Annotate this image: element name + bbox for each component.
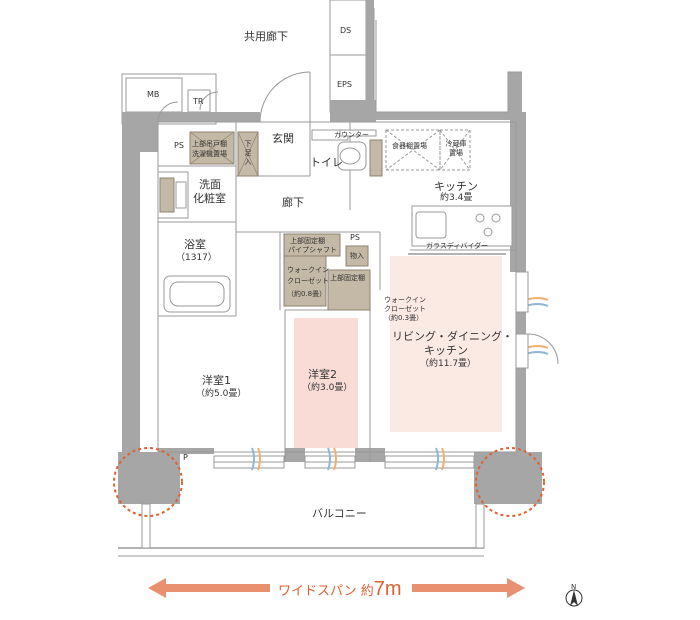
laundry-storage bbox=[189, 131, 259, 177]
glass-divider-label: ガラスディバイダー bbox=[426, 242, 489, 250]
ds-label: DS bbox=[340, 26, 352, 35]
western1-label: 洋室1 bbox=[202, 374, 231, 387]
counter-label: カウンター bbox=[334, 131, 369, 139]
bath-label: 浴室 bbox=[184, 238, 206, 251]
appliance-places bbox=[385, 129, 471, 171]
wide-span-label: ワイドスパン 約7m bbox=[278, 578, 402, 601]
storage-label: 物入 bbox=[350, 252, 364, 260]
corner-highlights bbox=[113, 447, 545, 517]
eps-label: EPS bbox=[337, 80, 352, 89]
wide-span-text: ワイドスパン 約 bbox=[278, 584, 374, 599]
toilet-fixtures bbox=[311, 129, 383, 177]
bath-size-label: （1317） bbox=[176, 253, 217, 263]
balcony bbox=[118, 503, 485, 557]
ldk-label-1: リビング・ダイニング・ bbox=[392, 330, 513, 343]
foot-bench-label: 下足入 bbox=[244, 140, 252, 166]
ldk-area-label: （約11.7畳） bbox=[420, 359, 477, 369]
wic2-label-2: クローゼット bbox=[384, 305, 426, 313]
north-label: N bbox=[571, 583, 577, 591]
bathtub bbox=[163, 275, 231, 313]
tr-label: TR bbox=[193, 97, 204, 106]
western2-area-label: （約3.0畳） bbox=[302, 383, 353, 393]
wic-label-2: クローゼット bbox=[287, 277, 329, 285]
kitchen-label: キッチン bbox=[434, 180, 478, 193]
wic2-label-1: ウォークイン bbox=[384, 296, 426, 304]
entrance-door bbox=[157, 71, 311, 123]
mb-label: MB bbox=[147, 90, 160, 99]
fridge-label: 冷蔵庫置場 bbox=[445, 140, 467, 157]
pipe-shaft-label: パイプシャフト bbox=[288, 246, 337, 254]
balcony-label: バルコニー bbox=[312, 507, 367, 520]
wide-span-arrow bbox=[148, 578, 525, 598]
western2-label: 洋室2 bbox=[308, 368, 337, 381]
washer-place-label: 洗濯機置場 bbox=[192, 150, 227, 158]
toilet-label: トイレ bbox=[310, 156, 343, 169]
wic-area-label: （約0.8畳） bbox=[287, 290, 327, 298]
closet-storage bbox=[283, 233, 371, 311]
kitchen-area-label: 約3.4畳 bbox=[440, 193, 473, 203]
tableware-label: 食器棚置場 bbox=[392, 142, 427, 150]
entrance-label: 玄関 bbox=[272, 132, 294, 145]
shoe-storage-label: 上部吊戸棚 bbox=[192, 140, 227, 148]
ps-label-2: PS bbox=[350, 233, 360, 242]
ldk-label-2: キッチン bbox=[424, 344, 468, 357]
right-openings bbox=[515, 271, 559, 369]
washroom-label-2: 化粧室 bbox=[193, 192, 226, 205]
north-arrow-icon bbox=[565, 589, 583, 607]
outer-walls bbox=[118, 72, 542, 504]
kitchen-counter bbox=[408, 205, 513, 255]
wide-span-value: 7m bbox=[373, 578, 402, 600]
highlights bbox=[294, 256, 502, 448]
vanity bbox=[157, 171, 189, 219]
wic-label-1: ウォークイン bbox=[287, 266, 329, 274]
upper-shelf-label-2: 上部固定棚 bbox=[330, 274, 365, 282]
common-corridor-label: 共用廊下 bbox=[244, 30, 288, 43]
western1-area-label: （約5.0畳） bbox=[196, 389, 247, 399]
notch-wall bbox=[375, 20, 522, 113]
upper-shafts bbox=[329, 0, 375, 113]
p-label: P bbox=[183, 453, 188, 462]
ps-label-1: PS bbox=[174, 141, 184, 150]
washroom-label-1: 洗面 bbox=[199, 178, 221, 191]
wic2-area-label: （約0.3畳） bbox=[384, 314, 424, 322]
upper-shelf-label-1: 上部固定棚 bbox=[290, 237, 325, 245]
hallway-label: 廊下 bbox=[282, 196, 304, 209]
